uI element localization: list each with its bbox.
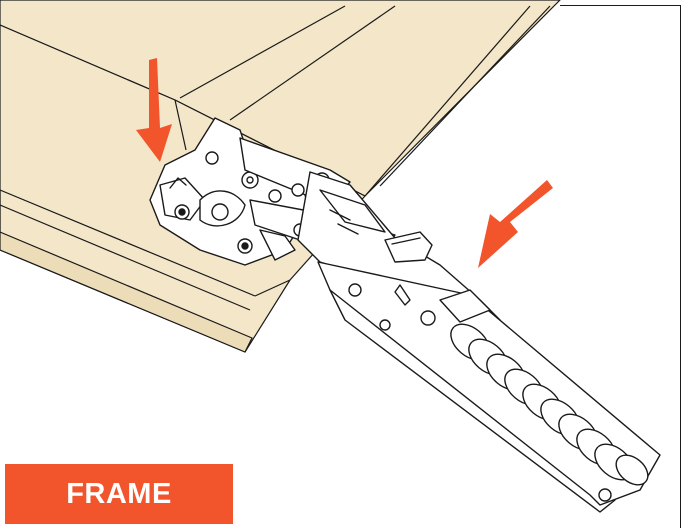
frame-label: FRAME [5, 464, 233, 524]
mounting-clip [384, 231, 433, 263]
arrow-diagonal-icon [478, 180, 553, 268]
arrow-down-icon [136, 58, 172, 162]
border-top [560, 5, 681, 6]
panel-edge [0, 189, 253, 353]
hinge [149, 117, 661, 513]
spring-coils [450, 323, 649, 486]
